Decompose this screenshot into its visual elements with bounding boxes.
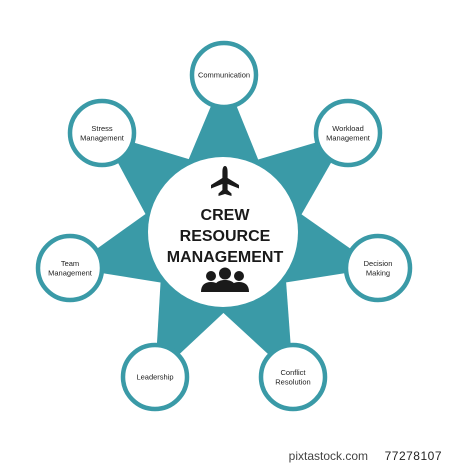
node-circle [120,342,190,412]
node-circle [35,233,105,303]
node-label: Management [48,268,93,277]
node-circle [67,98,137,168]
center-title-line-1: CREW [201,207,251,224]
spike-stress-management [102,133,208,230]
node-label: Leadership [136,373,173,382]
node-label: Management [326,133,371,142]
node-label: Conflict [280,368,306,377]
node-label: Resolution [275,377,310,386]
center-title-line-2: RESOURCE [180,228,271,245]
node-label: Communication [198,71,250,80]
node-circle [343,233,413,303]
node-label: Management [80,133,125,142]
footer-source: pixtastock.com [288,449,368,463]
node-label: Workload [332,124,364,133]
airplane-icon [211,166,239,196]
spike-communication [181,75,266,178]
footer-bar: pixtastock.com 77278107 [0,441,450,469]
spike-workload-management [240,133,348,231]
node-label: Stress [91,124,113,133]
node-circle [258,342,328,412]
crew-group-icon [201,267,249,292]
center-title-line-3: MANAGEMENT [167,249,284,266]
node-label: Decision [364,259,393,268]
node-layer: CommunicationWorkloadManagementDecisionM… [35,40,413,412]
node-label: Making [366,268,390,277]
node-communication: Communication [189,40,259,110]
center-circle [148,157,298,307]
node-label: Team [61,259,79,268]
node-circle [313,98,383,168]
node-circle [189,40,259,110]
node-leadership: Leadership [120,342,190,412]
footer-image-id: 77278107 [384,449,442,463]
